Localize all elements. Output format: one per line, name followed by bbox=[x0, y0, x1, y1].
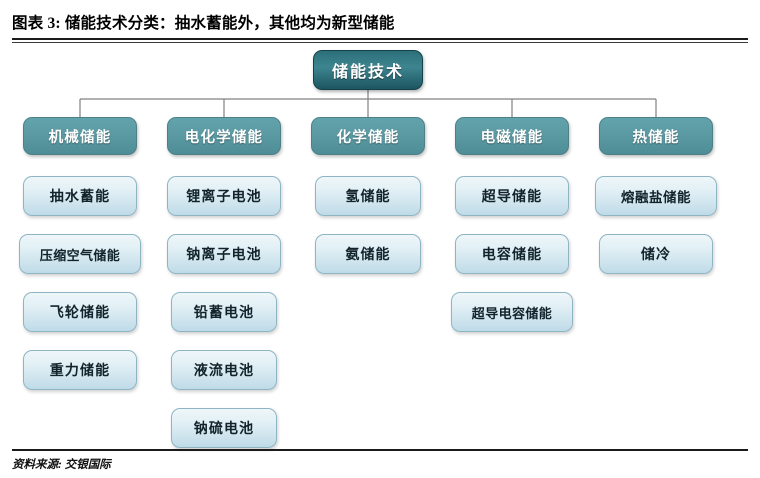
node-header-label: 电磁储能 bbox=[480, 129, 544, 146]
node-leaf-label: 超导储能 bbox=[481, 190, 543, 205]
node-leaf: 储冷 bbox=[599, 234, 713, 274]
node-header-label: 化学储能 bbox=[336, 129, 400, 146]
source-note: 资料来源: 交银国际 bbox=[12, 459, 111, 471]
figure-title: 图表 3: 储能技术分类：抽水蓄能外，其他均为新型储能 bbox=[12, 15, 395, 32]
node-header-label: 电化学储能 bbox=[184, 129, 264, 146]
title-rule-thin bbox=[12, 42, 748, 43]
node-header-thermal: 热储能 bbox=[599, 117, 713, 155]
node-leaf-label: 电容储能 bbox=[481, 248, 543, 263]
node-leaf: 重力储能 bbox=[23, 350, 137, 390]
node-leaf-label: 超导电容储能 bbox=[471, 305, 553, 321]
node-leaf-label: 钠离子电池 bbox=[186, 248, 262, 263]
node-leaf-label: 重力储能 bbox=[49, 364, 111, 379]
node-leaf-label: 飞轮储能 bbox=[49, 306, 111, 321]
node-leaf-label: 抽水蓄能 bbox=[49, 190, 111, 205]
node-leaf-label: 氨储能 bbox=[345, 248, 391, 263]
node-leaf: 钠硫电池 bbox=[171, 408, 277, 448]
node-header-mechanical: 机械储能 bbox=[23, 117, 137, 155]
node-leaf-label: 液流电池 bbox=[193, 364, 255, 379]
node-leaf-label: 熔融盐储能 bbox=[621, 190, 691, 205]
node-leaf: 超导储能 bbox=[455, 176, 569, 216]
node-leaf: 压缩空气储能 bbox=[19, 234, 141, 274]
node-header-label: 热储能 bbox=[632, 129, 680, 146]
node-leaf: 铅蓄电池 bbox=[171, 292, 277, 332]
node-leaf: 超导电容储能 bbox=[451, 292, 573, 332]
node-leaf: 钠离子电池 bbox=[167, 234, 281, 274]
node-leaf: 氨储能 bbox=[315, 234, 421, 274]
node-leaf-label: 压缩空气储能 bbox=[39, 247, 121, 263]
node-leaf-label: 氢储能 bbox=[345, 190, 391, 205]
node-leaf-label: 钠硫电池 bbox=[193, 422, 255, 437]
node-header-electrochemical: 电化学储能 bbox=[167, 117, 281, 155]
node-leaf: 飞轮储能 bbox=[23, 292, 137, 332]
node-header-chemical: 化学储能 bbox=[311, 117, 425, 155]
node-leaf: 液流电池 bbox=[171, 350, 277, 390]
node-leaf-label: 铅蓄电池 bbox=[193, 306, 255, 321]
node-leaf-label: 储冷 bbox=[640, 248, 672, 263]
title-rule-thick bbox=[12, 38, 748, 40]
node-leaf: 锂离子电池 bbox=[167, 176, 281, 216]
node-root: 储能技术 bbox=[313, 50, 423, 90]
node-root-label: 储能技术 bbox=[331, 64, 404, 81]
node-leaf-label: 锂离子电池 bbox=[186, 190, 262, 205]
footer-rule bbox=[12, 449, 748, 451]
node-header-label: 机械储能 bbox=[48, 129, 112, 146]
node-leaf: 电容储能 bbox=[455, 234, 569, 274]
node-leaf: 氢储能 bbox=[315, 176, 421, 216]
node-leaf: 熔融盐储能 bbox=[595, 176, 717, 216]
node-header-electromagnetic: 电磁储能 bbox=[455, 117, 569, 155]
node-leaf: 抽水蓄能 bbox=[23, 176, 137, 216]
